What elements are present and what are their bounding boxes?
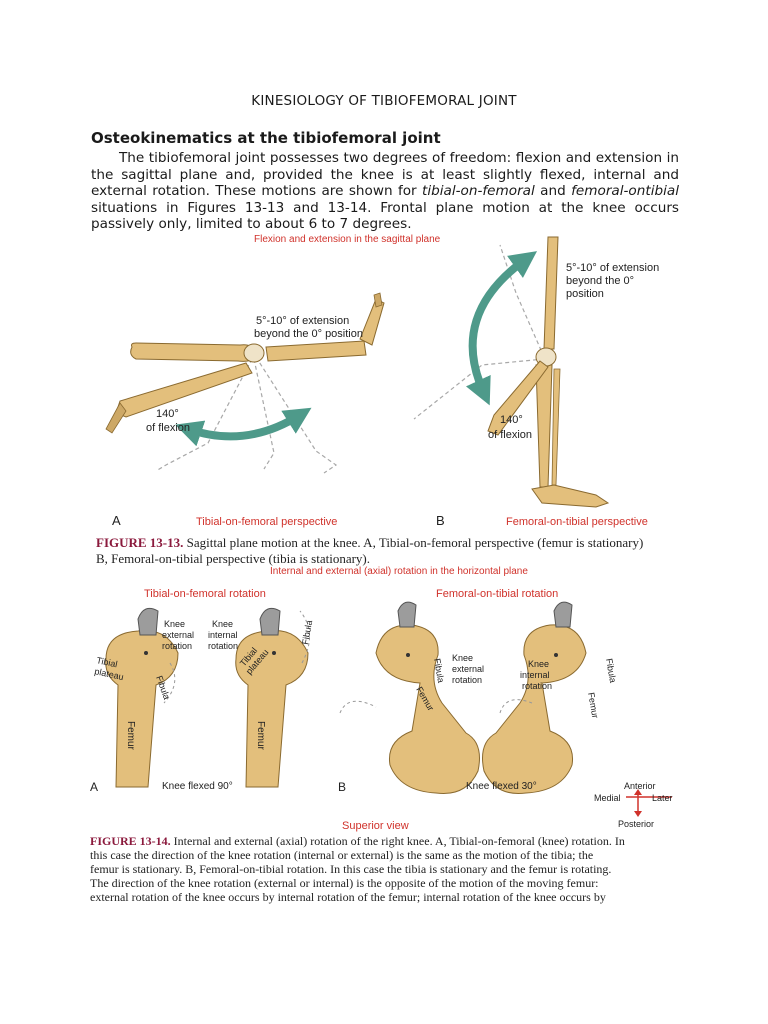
figure2-panel-a-letter: A	[90, 780, 98, 794]
panel-b-int-line3: rotation	[522, 681, 552, 691]
figure2-caption-line2: this case the direction of the knee rota…	[90, 848, 593, 862]
panel-a-fibula-label-b: Fibula	[300, 619, 314, 645]
panel-a-femur-label-b: Femur	[255, 721, 266, 751]
panel-a-perspective: Tibial-on-femoral perspective	[196, 516, 337, 528]
section-heading: Osteokinematics at the tibiofemoral join…	[91, 129, 441, 147]
figure2-caption-line4: The direction of the knee rotation (exte…	[90, 876, 599, 890]
compass-posterior: Posterior	[618, 819, 654, 829]
compass-lateral: Later	[652, 793, 673, 803]
panel-b-ext-line1: Knee	[452, 653, 473, 663]
superior-view-label: Superior view	[342, 820, 409, 832]
panel-b-perspective: Femoral-on-tibial perspective	[506, 516, 648, 528]
panel-a-ext-line3: rotation	[162, 641, 192, 651]
paragraph-emphasis-tibial: tibial-on-femoral	[422, 183, 535, 199]
figure-13-13: Flexion and extension in the sagittal pl…	[96, 233, 676, 573]
panel-b-int-line2: internal	[520, 670, 550, 680]
paragraph-part3: situations in Figures 13-13 and 13-14. F…	[91, 200, 679, 233]
panel-a-flexion-line1: 140°	[156, 408, 179, 420]
panel-b-femur-label-b: Femur	[586, 692, 600, 719]
compass-anterior: Anterior	[624, 781, 656, 791]
panel-b-knee-flexed: Knee flexed 30°	[466, 781, 537, 792]
figure1-top-label: Flexion and extension in the sagittal pl…	[254, 234, 441, 245]
panel-a-letter: A	[112, 513, 121, 528]
panel-a-extension-line1: 5°-10° of extension	[256, 315, 349, 327]
panel-a-femur-label: Femur	[125, 721, 136, 751]
panel-b-extension-line3: position	[566, 288, 604, 300]
panel-a-rotation-title: Tibial-on-femoral rotation	[144, 588, 266, 600]
figure1-caption-text1: Sagittal plane motion at the knee. A, Ti…	[183, 535, 643, 550]
figure2-caption-text1: Internal and external (axial) rotation o…	[171, 834, 625, 848]
figure2-panel-b-letter: B	[338, 780, 346, 794]
panel-b-rotation-title: Femoral-on-tibial rotation	[436, 588, 558, 600]
paragraph-part2: and	[535, 183, 571, 199]
figure2-top-label: Internal and external (axial) rotation i…	[270, 566, 528, 577]
panel-b-femur-bones	[340, 602, 586, 793]
panel-a-knee-flexed: Knee flexed 90°	[162, 781, 233, 792]
panel-b-int-line1: Knee	[528, 659, 549, 669]
panel-b-fibula-label-b: Fibula	[604, 658, 618, 684]
figure2-caption-line3: femur is stationary. B, Femoral-on-tibia…	[90, 862, 611, 876]
panel-b-extension-line1: 5°-10° of extension	[566, 262, 659, 274]
figure1-caption-line1: FIGURE 13-13. Sagittal plane motion at t…	[96, 535, 643, 550]
figure2-caption-line5: external rotation of the knee occurs by …	[90, 890, 606, 904]
panel-a-flexion-line2: of flexion	[146, 422, 190, 434]
panel-b-extension-line2: beyond the 0°	[566, 275, 634, 287]
figure2-caption-number: FIGURE 13-14.	[90, 834, 171, 848]
panel-b-flexion-line1: 140°	[500, 414, 523, 426]
panel-a-int-line2: internal	[208, 630, 238, 640]
figure1-caption-number: FIGURE 13-13.	[96, 535, 183, 550]
panel-b-flexion-line2: of flexion	[488, 429, 532, 441]
panel-a-fibula-label: Fibula	[154, 674, 172, 700]
panel-b-letter: B	[436, 513, 445, 528]
paragraph-emphasis-femoral: femoral-ontibial	[571, 183, 679, 199]
panel-a-int-line1: Knee	[212, 619, 233, 629]
axial-rotation-illustration: Internal and external (axial) rotation i…	[86, 563, 686, 906]
compass-medial: Medial	[594, 793, 621, 803]
panel-b-ext-line2: external	[452, 664, 484, 674]
panel-b-ext-line3: rotation	[452, 675, 482, 685]
sagittal-motion-illustration: Flexion and extension in the sagittal pl…	[96, 233, 676, 573]
panel-a-int-line3: rotation	[208, 641, 238, 651]
document-title: KINESIOLOGY OF TIBIOFEMORAL JOINT	[0, 93, 768, 109]
figure-13-14: Internal and external (axial) rotation i…	[86, 563, 686, 906]
panel-a-ext-line1: Knee	[164, 619, 185, 629]
figure2-caption-line1: FIGURE 13-14. Internal and external (axi…	[90, 834, 625, 848]
body-paragraph: The tibiofemoral joint possesses two deg…	[91, 150, 679, 233]
panel-a-extension-line2: beyond the 0° position	[254, 328, 363, 340]
panel-a-ext-line2: external	[162, 630, 194, 640]
